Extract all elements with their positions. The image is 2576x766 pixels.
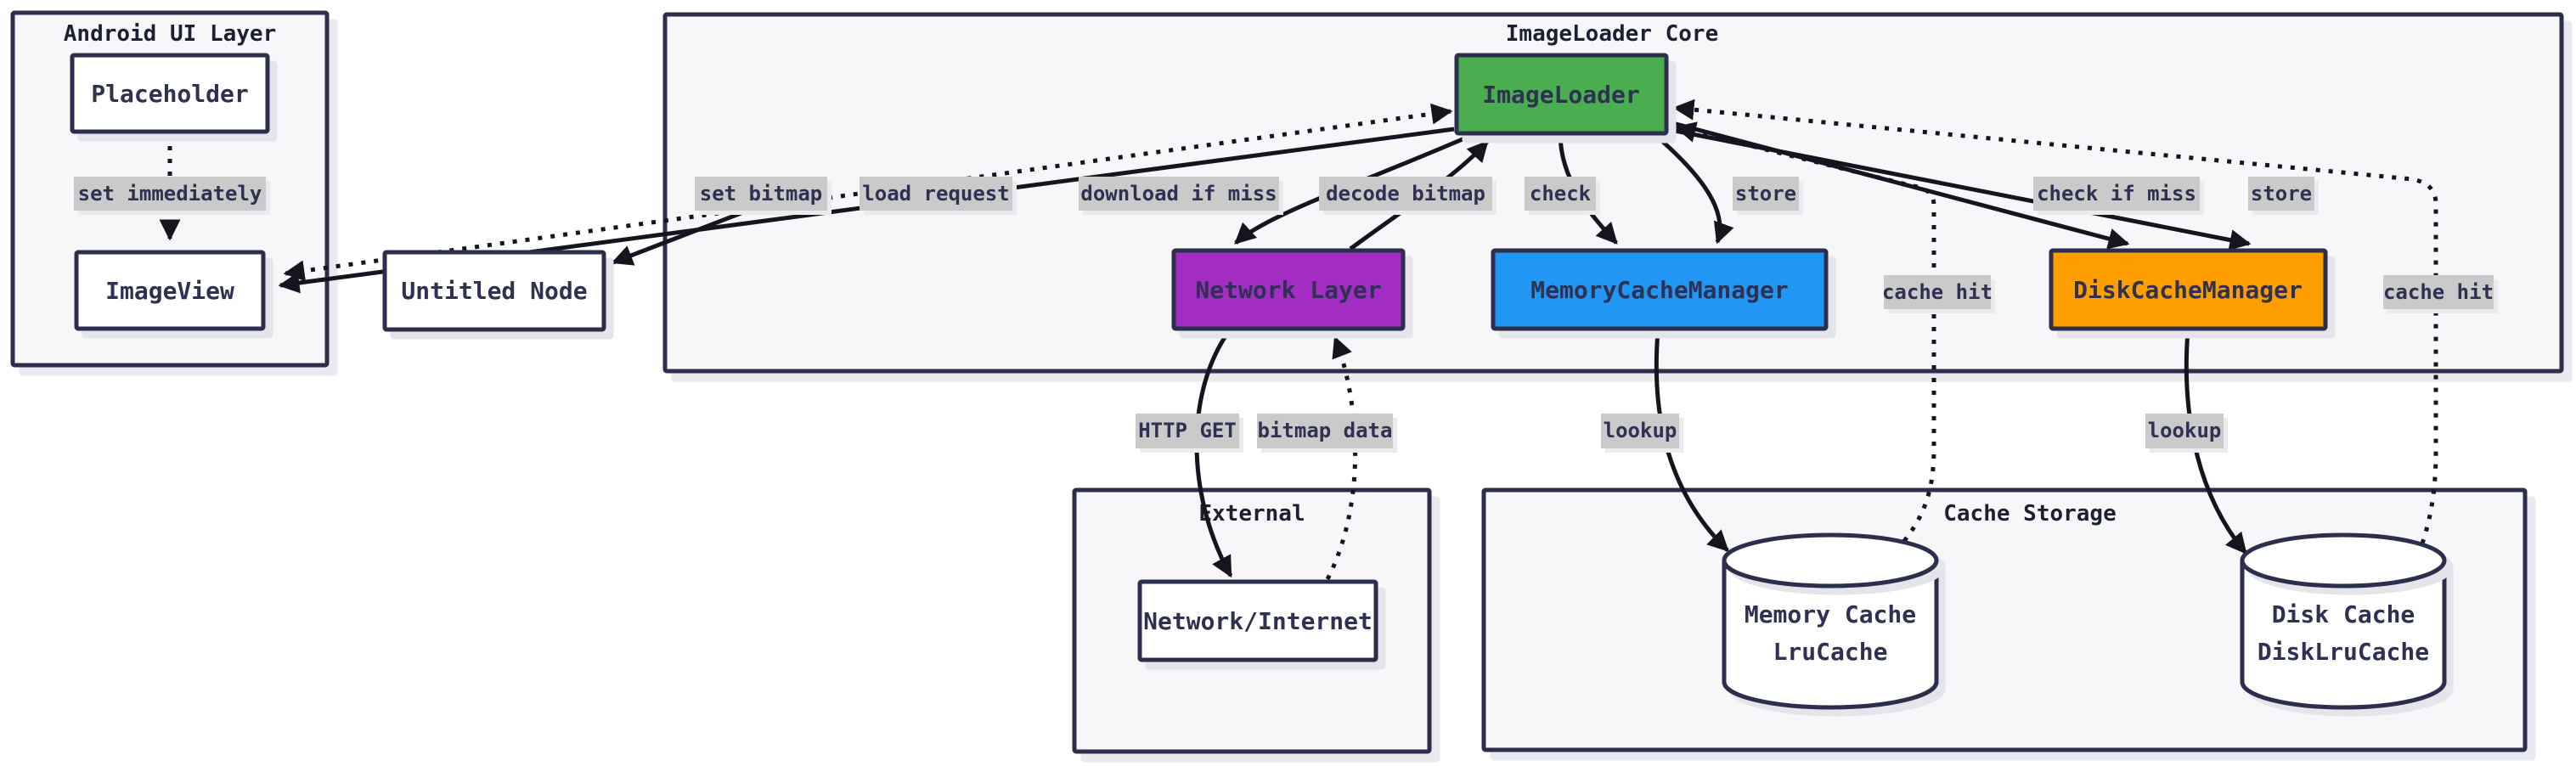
edge-label-store-memory-bg	[1733, 177, 1799, 211]
node-memory-cache-manager[interactable]: MemoryCacheManager	[1491, 248, 1829, 331]
node-disk-cache-label-2: DiskLruCache	[2258, 638, 2429, 666]
edge-label-download-if-miss-text: download if miss	[1080, 182, 1277, 206]
node-imageloader[interactable]: ImageLoader	[1454, 53, 1669, 136]
edge-label-download-if-miss: download if miss	[1079, 177, 1279, 211]
node-memory-cache[interactable]: Memory Cache LruCache	[1722, 532, 1939, 710]
edge-label-store-disk-text: store	[2251, 182, 2312, 206]
edge-label-lookup-memory-text: lookup	[1604, 419, 1677, 442]
edge-label-set-immediately: set immediately	[74, 177, 266, 211]
edge-label-check-if-miss: check if miss	[2033, 177, 2200, 211]
node-placeholder-label: Placeholder	[91, 80, 248, 108]
node-imageview-box[interactable]	[74, 250, 266, 331]
edge-label-cache-hit-disk-bg	[2383, 275, 2494, 309]
node-network-layer[interactable]: Network Layer	[1171, 248, 1406, 331]
edge-label-cache-hit-disk-text: cache hit	[2383, 280, 2494, 304]
node-imageloader-box[interactable]	[1454, 53, 1669, 136]
node-disk-cache-label-1: Disk Cache	[2272, 600, 2415, 628]
subgraph-imageloader-core-title: ImageLoader Core	[1506, 21, 1718, 47]
edge-label-bitmap-data-bg	[1257, 414, 1393, 448]
edge-label-load-request-bg	[860, 177, 1012, 211]
subgraph-android-ui-layer-title: Android UI Layer	[64, 21, 276, 47]
edge-store-disk	[1666, 127, 2252, 251]
node-imageloader-label: ImageLoader	[1482, 81, 1639, 109]
node-network-internet[interactable]: Network/Internet	[1137, 579, 1378, 662]
edge-label-decode-bitmap: decode bitmap	[1319, 177, 1492, 211]
edge-label-set-immediately-bg	[74, 177, 266, 211]
edge-label-check-text: check	[1530, 182, 1592, 206]
node-placeholder-box[interactable]	[70, 53, 270, 134]
edge-bitmap-data	[1325, 335, 1358, 581]
edge-label-check-if-miss-text: check if miss	[2037, 182, 2196, 206]
node-memory-cache-manager-box[interactable]	[1491, 248, 1829, 331]
node-network-layer-box[interactable]	[1171, 248, 1406, 331]
edge-label-check-if-miss-bg	[2033, 177, 2200, 211]
edge-label-set-bitmap: set bitmap	[695, 177, 827, 211]
node-disk-cache-manager-label: DiskCacheManager	[2073, 276, 2303, 304]
node-disk-cache[interactable]: Disk Cache DiskLruCache	[2240, 532, 2447, 710]
node-memory-cache-body[interactable]	[1722, 560, 1939, 710]
node-network-layer-label: Network Layer	[1195, 276, 1381, 304]
edge-label-cache-hit-disk: cache hit	[2383, 275, 2494, 309]
edge-label-set-bitmap-text: set bitmap	[700, 182, 823, 206]
edge-label-store-disk-bg	[2248, 177, 2314, 211]
edge-label-lookup-disk-bg	[2145, 414, 2224, 448]
edge-label-http-get-bg	[1136, 414, 1239, 448]
node-untitled-label: Untitled Node	[401, 277, 587, 305]
edge-label-lookup-disk-text: lookup	[2148, 419, 2222, 442]
node-memory-cache-top[interactable]	[1722, 532, 1939, 589]
edge-label-store-memory-text: store	[1735, 182, 1796, 206]
edge-label-lookup-disk: lookup	[2145, 414, 2224, 448]
node-disk-cache-top[interactable]	[2240, 532, 2447, 589]
edge-label-check: check	[1525, 177, 1596, 211]
edge-label-download-if-miss-bg	[1079, 177, 1279, 211]
node-untitled-box[interactable]	[382, 250, 606, 332]
edge-label-bitmap-data: bitmap data	[1257, 414, 1393, 448]
edge-label-cache-hit-memory-text: cache hit	[1882, 280, 1993, 304]
edge-store-memory	[1654, 134, 1734, 245]
edge-label-cache-hit-memory-bg	[1884, 275, 1991, 309]
node-disk-cache-body[interactable]	[2240, 560, 2447, 710]
edge-label-http-get-text: HTTP GET	[1138, 419, 1237, 442]
subgraph-external-title: External	[1198, 501, 1305, 527]
node-imageview-label: ImageView	[105, 277, 234, 305]
subgraph-cache-storage-title: Cache Storage	[1943, 501, 2117, 527]
edge-cache-hit-disk	[1672, 99, 2438, 544]
edge-label-decode-bitmap-text: decode bitmap	[1326, 182, 1485, 206]
node-network-internet-label: Network/Internet	[1143, 607, 1373, 635]
node-memory-cache-label-1: Memory Cache	[1745, 600, 1916, 628]
edge-label-http-get: HTTP GET	[1136, 414, 1239, 448]
edge-label-bitmap-data-text: bitmap data	[1258, 419, 1393, 442]
node-untitled[interactable]: Untitled Node	[382, 250, 606, 332]
edge-label-lookup-memory-bg	[1601, 414, 1679, 448]
edge-label-lookup-memory: lookup	[1601, 414, 1679, 448]
edge-label-set-bitmap-bg	[695, 177, 827, 211]
edge-label-set-immediately-text: set immediately	[78, 182, 262, 206]
edge-label-load-request-text: load request	[862, 182, 1009, 206]
edge-label-cache-hit-memory: cache hit	[1882, 275, 1993, 309]
node-network-internet-box[interactable]	[1137, 579, 1378, 662]
edge-label-store-memory: store	[1733, 177, 1799, 211]
node-disk-cache-manager-box[interactable]	[2049, 248, 2328, 331]
node-memory-cache-label-2: LruCache	[1773, 638, 1888, 666]
node-memory-cache-manager-label: MemoryCacheManager	[1530, 276, 1788, 304]
edge-label-load-request: load request	[860, 177, 1012, 211]
edge-label-check-bg	[1525, 177, 1596, 211]
node-placeholder[interactable]: Placeholder	[70, 53, 270, 134]
edge-label-store-disk: store	[2248, 177, 2314, 211]
node-imageview[interactable]: ImageView	[74, 250, 266, 331]
node-disk-cache-manager[interactable]: DiskCacheManager	[2049, 248, 2328, 331]
edge-label-decode-bitmap-bg	[1319, 177, 1492, 211]
